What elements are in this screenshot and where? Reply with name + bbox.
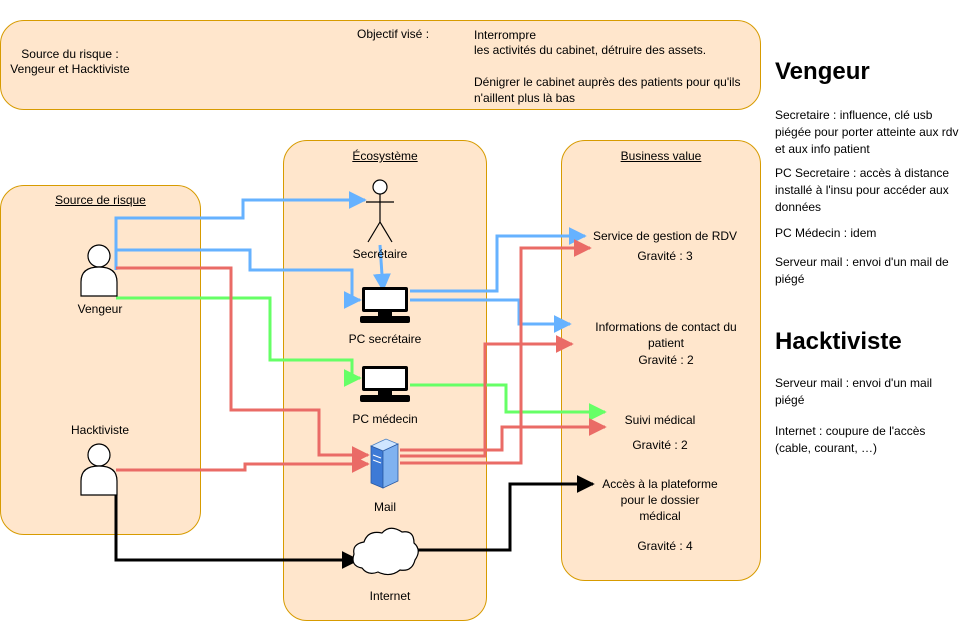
business-panel-title: Business value xyxy=(620,149,702,163)
edge-pc-secretaire-contact xyxy=(410,298,572,333)
edge-pc-secretaire-rdv xyxy=(410,227,587,293)
edge-secretaire-pc-secretaire xyxy=(372,244,391,292)
internet-label: Internet xyxy=(369,589,411,603)
bv-suivi-name: Suivi médical xyxy=(624,413,696,427)
vengeur-note: Secretaire : influence, clé usb piégée p… xyxy=(775,108,959,156)
edge-vengeur-pc-secretaire xyxy=(116,248,362,309)
hacktiviste-label: Hacktiviste xyxy=(70,423,129,437)
bv-rdv-name: Service de gestion de RDV xyxy=(592,229,738,243)
edge-pc-medecin-suivi xyxy=(410,383,607,421)
bv-contact-name-2: patient xyxy=(647,336,685,350)
vengeur-note: PC Médecin : idem xyxy=(775,226,877,240)
cloud-icon xyxy=(352,527,419,576)
pc-medecin-label: PC médecin xyxy=(352,412,418,426)
edge-hacktiviste-internet xyxy=(114,488,360,569)
objective-label: Objectif visé : xyxy=(357,27,430,41)
hacktiviste-note: Internet : coupure de l'accès (cable, co… xyxy=(775,424,926,455)
edge-hacktiviste-mail xyxy=(116,455,370,473)
source-panel-title: Source de risque xyxy=(55,193,146,207)
secretaire-label: Secrétaire xyxy=(352,247,408,261)
computer-icon xyxy=(360,366,410,402)
objective-line-3: Dénigrer le cabinet auprès des patients … xyxy=(474,75,741,89)
mail-label: Mail xyxy=(373,500,396,514)
bv-plateforme-gravity: Gravité : 4 xyxy=(637,539,693,553)
bv-plateforme-name-2: pour le dossier xyxy=(620,493,700,507)
edge-vengeur-pc-medecin xyxy=(116,296,362,387)
edge-mail-suivi xyxy=(400,418,607,452)
source-label: Source du risque : xyxy=(21,47,119,61)
business-panel xyxy=(561,140,761,581)
bv-plateforme-name-3: médical xyxy=(639,509,681,523)
objective-line-4: n'aillent plus là bas xyxy=(474,91,576,105)
bv-suivi-gravity: Gravité : 2 xyxy=(632,438,688,452)
bv-contact-name-1: Informations de contact du xyxy=(595,320,737,334)
user-icon xyxy=(80,244,118,297)
bv-plateforme-name-1: Accès à la plateforme xyxy=(602,477,718,491)
server-icon xyxy=(370,438,399,489)
pc-secretaire-label: PC secrétaire xyxy=(348,332,422,346)
source-value: Vengeur et Hacktiviste xyxy=(10,62,130,76)
hacktiviste-title: Hacktiviste xyxy=(775,328,902,355)
bv-contact-gravity: Gravité : 2 xyxy=(638,353,694,367)
edge-vengeur-secretaire xyxy=(114,191,367,270)
objective-line-1: Interrompre xyxy=(474,28,537,42)
vengeur-note: PC Secretaire : accès à distance install… xyxy=(775,166,950,214)
vengeur-title: Vengeur xyxy=(775,58,870,85)
ecosystem-panel-title: Écosystème xyxy=(352,149,418,163)
vengeur-label: Vengeur xyxy=(77,302,123,316)
person-icon xyxy=(366,179,394,243)
objective-panel xyxy=(0,20,761,110)
computer-icon xyxy=(360,287,410,323)
edge-mail-rdv xyxy=(400,239,592,465)
user-icon xyxy=(80,443,118,496)
edge-internet-plateforme xyxy=(414,475,595,552)
objective-line-2: les activités du cabinet, détruire des a… xyxy=(474,43,707,57)
edge-vengeur-mail xyxy=(116,266,370,464)
bv-rdv-gravity: Gravité : 3 xyxy=(637,249,693,263)
vengeur-note: Serveur mail : envoi d'un mail de piégé xyxy=(775,255,949,286)
edge-mail-contact xyxy=(400,335,574,458)
hacktiviste-note: Serveur mail : envoi d'un mail piégé xyxy=(775,376,933,407)
